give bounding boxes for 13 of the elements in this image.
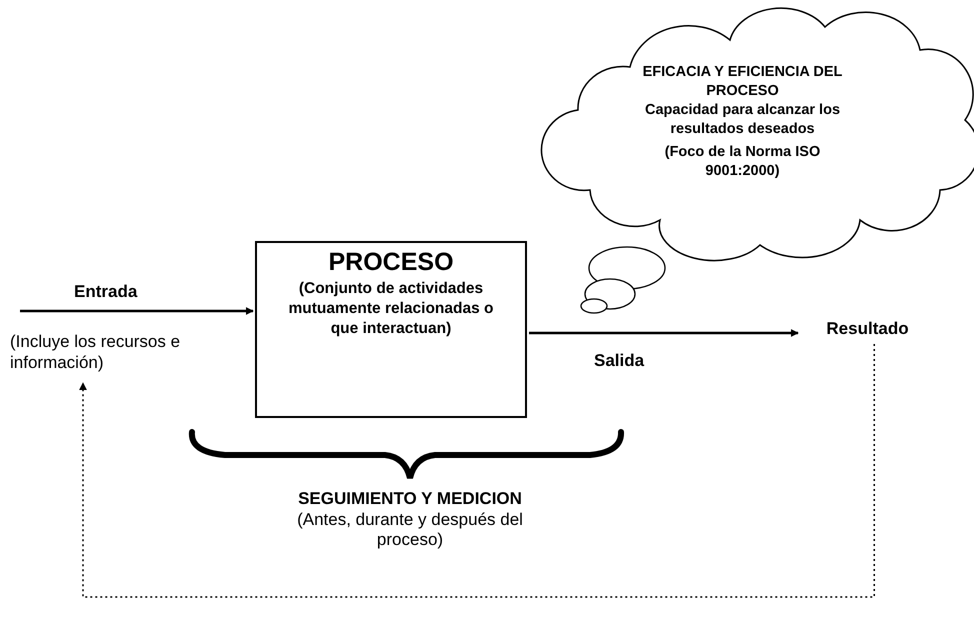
process-title: PROCESO [327, 247, 455, 277]
result-label: Resultado [825, 318, 910, 340]
cloud-text: Capacidad para alcanzar los resultados deseados [644, 101, 842, 139]
feedback-arrow [79, 344, 875, 598]
cloud-heading: EFICACIA Y EFICIENCIA DEL PROCESO [642, 63, 844, 101]
input-description: (Incluye los recursos e información) [10, 331, 182, 373]
arrow [529, 329, 799, 337]
monitoring-description: (Antes, durante y después del proceso) [296, 510, 524, 550]
process-box [255, 241, 527, 418]
arrow [20, 307, 254, 315]
cloud-note: (Foco de la Norma ISO 9001:2000) [664, 143, 822, 181]
process-description: (Conjunto de actividades mutuamente relacionadas o que interactuan) [287, 279, 494, 339]
monitoring-title: SEGUIMIENTO Y MEDICION [297, 488, 523, 510]
